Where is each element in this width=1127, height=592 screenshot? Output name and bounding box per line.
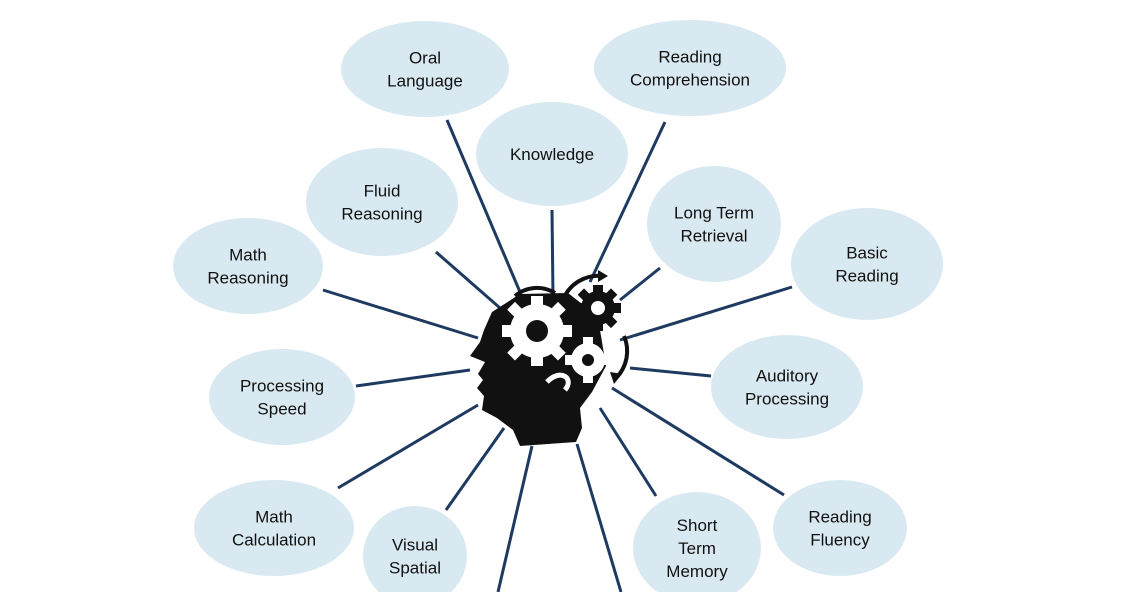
bubble-label: Fluid [364,182,401,201]
bubble-label: Reading [835,267,898,286]
bubble-label: Processing [745,390,829,409]
bubble-label: Visual [392,536,438,555]
bubble-label: Math [229,246,267,265]
bubble-label: Comprehension [630,71,750,90]
connector-line-reading-fluency [611,386,785,497]
connector-line-math-calculation [337,403,479,490]
bubble-label: Reasoning [341,205,422,224]
bubble-label: Knowledge [510,145,594,164]
bubble-shape [633,492,761,592]
connector-line-knowledge [550,209,555,297]
bubble-label: Reading [808,508,871,527]
bubble-label: Reading [658,48,721,67]
bubble-shape [306,148,458,256]
connector-line-bottom-right [575,443,623,592]
bubble-label: Calculation [232,531,316,550]
connector-line-oral-language [445,119,522,293]
connector-line-math-reasoning [322,288,479,340]
bubble-label: Reasoning [207,269,288,288]
connector-line-auditory-processing [629,366,712,378]
bubble-label: Fluency [810,531,870,550]
bubble-label: Retrieval [680,227,747,246]
bubble-shape [341,21,509,117]
bubble-shape [647,166,781,282]
bubble-shape [594,20,786,116]
bubble-shape [711,335,863,439]
connector-line-processing-speed [355,368,471,388]
bubble-label: Speed [257,400,306,419]
connector-line-bottom-left [496,445,534,592]
bubble-label: Memory [666,562,728,581]
bubble-shape [209,349,355,445]
bubble-label: Math [255,508,293,527]
connector-lines [322,119,793,592]
head-with-gears-icon [470,270,630,446]
bubble-label: Long Term [674,204,754,223]
bubble-label: Basic [846,244,888,263]
bubble-label: Short [677,516,718,535]
bubble-label: Processing [240,377,324,396]
bubble-label: Language [387,72,463,91]
skill-bubbles: OralLanguageReadingComprehensionKnowledg… [173,20,943,592]
connector-line-fluid-reasoning [435,250,501,310]
bubble-label: Term [678,539,716,558]
bubble-knowledge: Knowledge [476,102,628,206]
bubble-shape [173,218,323,314]
bubble-shape [363,506,467,592]
connector-line-basic-reading [619,285,793,342]
bubble-label: Auditory [756,367,819,386]
connector-line-visual-spatial [444,427,506,511]
bubble-label: Spatial [389,559,441,578]
bubble-shape [773,480,907,576]
connector-line-reading-comprehension [588,121,667,283]
connector-line-short-term-memory [598,407,658,497]
bubble-shape [194,480,354,576]
bubble-shape [791,208,943,320]
bubble-label: Oral [409,49,441,68]
connector-line-long-term-retrieval [619,266,661,302]
bubble-shape [476,102,628,206]
